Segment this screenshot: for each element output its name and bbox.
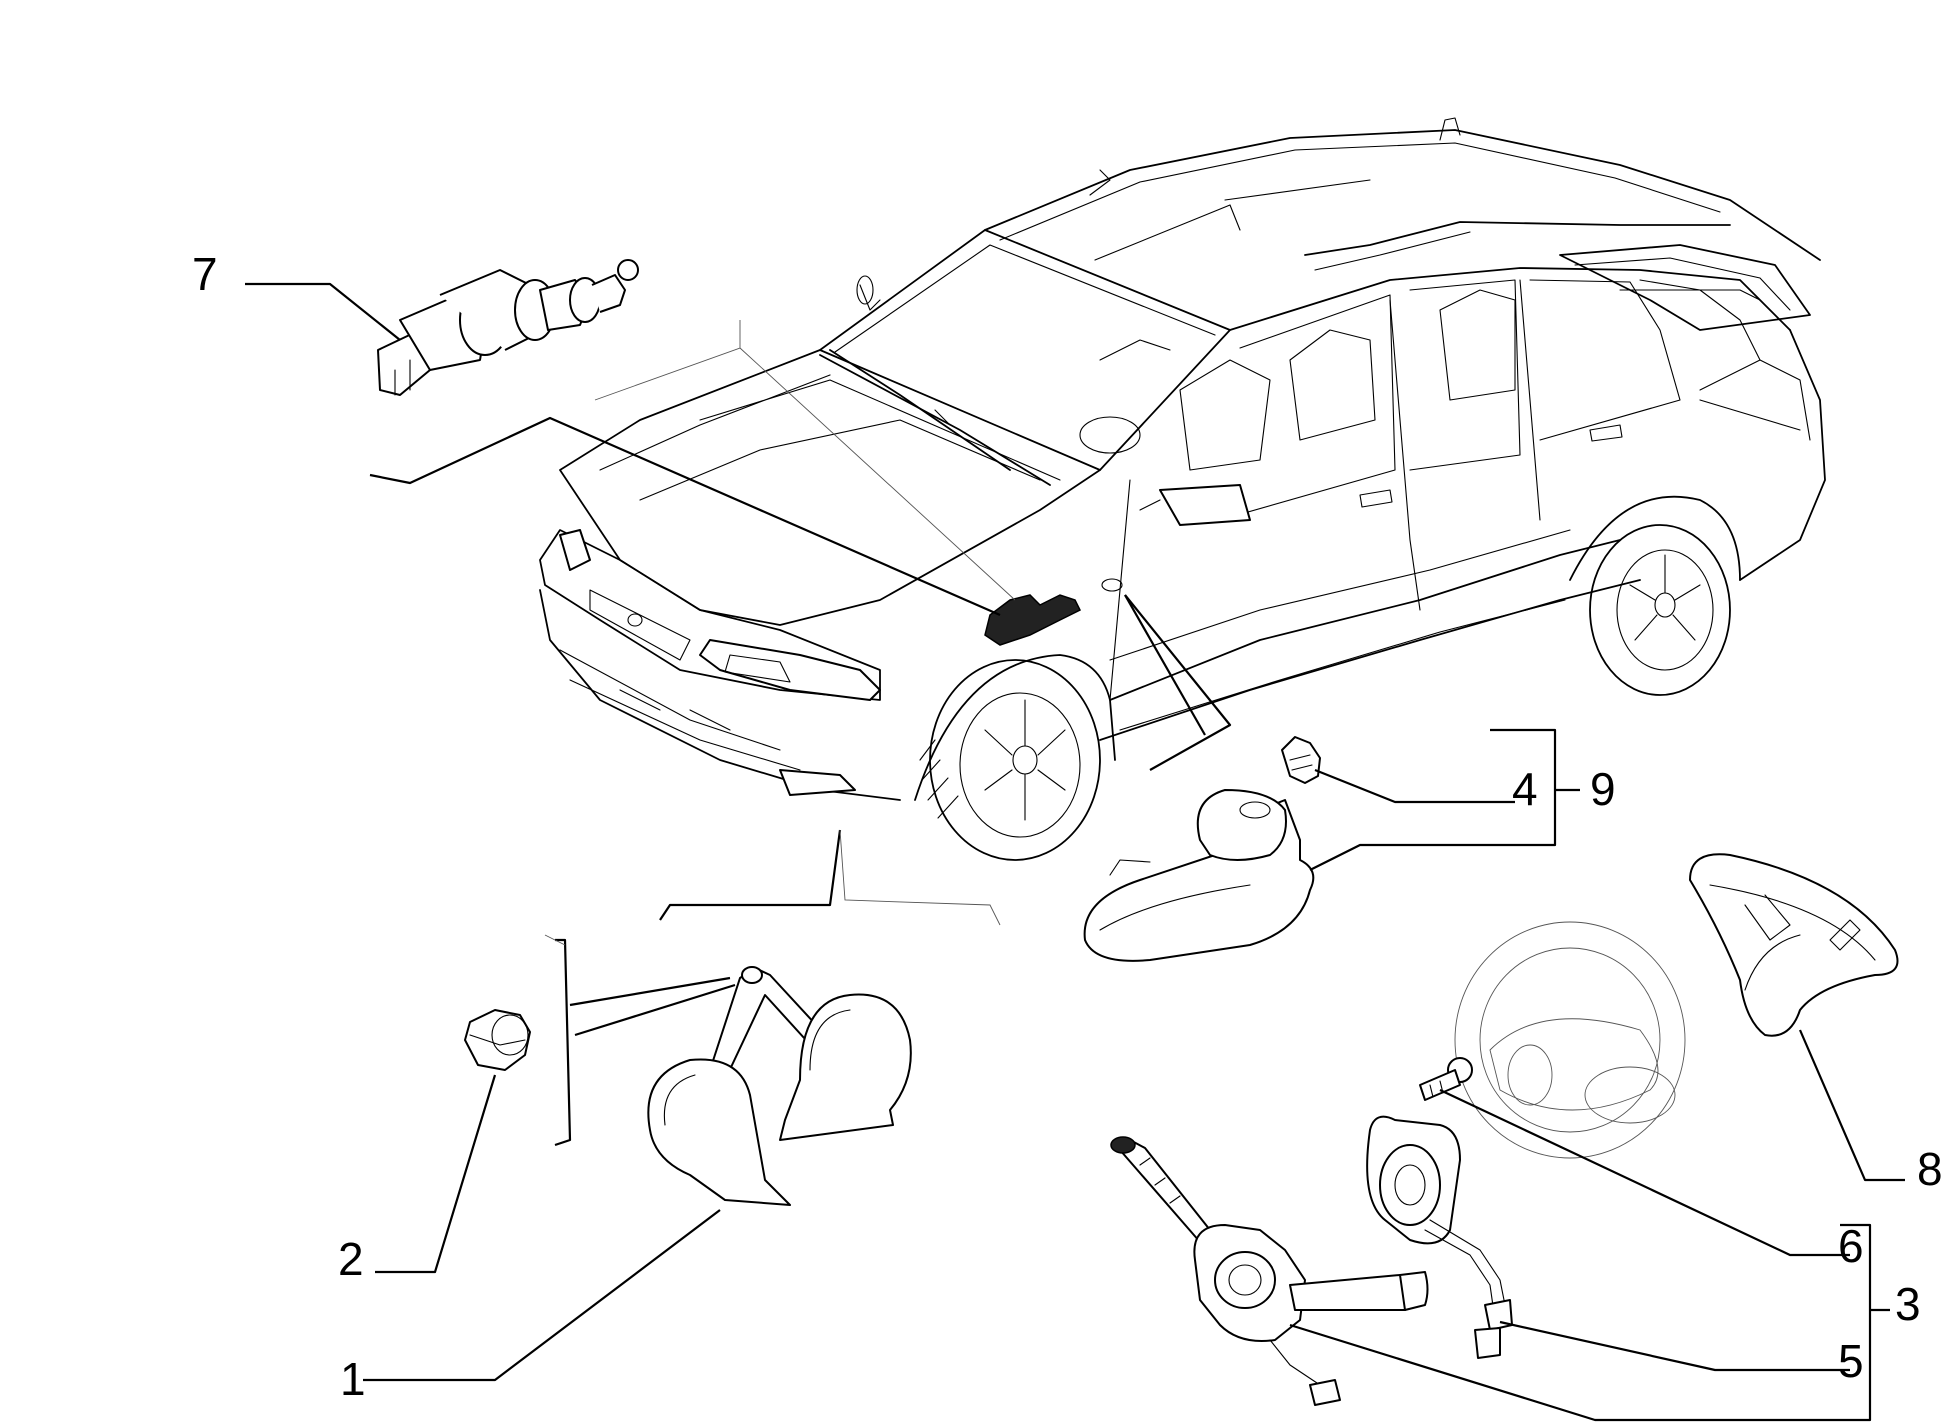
station-wagon-car-illustration: [539, 117, 1826, 861]
callout-labels: 7 4 9 2 1 8 6 3 5: [192, 248, 1943, 1405]
horn-pair-icon: [647, 966, 912, 1206]
airbag-cover-icon: [1689, 853, 1899, 1037]
screw-icon: [1419, 1057, 1473, 1101]
callout-9: 9: [1590, 763, 1616, 815]
side-indicator-lamp-icon: [1083, 789, 1315, 962]
callout-3: 3: [1895, 1278, 1921, 1330]
steering-column-switch-icon: [1110, 1136, 1429, 1406]
callout-7: 7: [192, 248, 218, 300]
clock-spring-icon: [1366, 1115, 1513, 1359]
callout-2: 2: [338, 1233, 364, 1285]
nut-icon: [464, 1009, 531, 1071]
callout-6: 6: [1838, 1220, 1864, 1272]
callout-1: 1: [340, 1353, 366, 1405]
steering-wheel-icon: [1454, 921, 1686, 1159]
leader-lines: [245, 282, 1905, 1422]
callout-5: 5: [1838, 1335, 1864, 1387]
brake-light-switch-icon: [377, 259, 639, 396]
callout-8: 8: [1917, 1143, 1943, 1195]
callout-4: 4: [1512, 763, 1538, 815]
side-indicator-bulb-icon: [1281, 736, 1321, 784]
